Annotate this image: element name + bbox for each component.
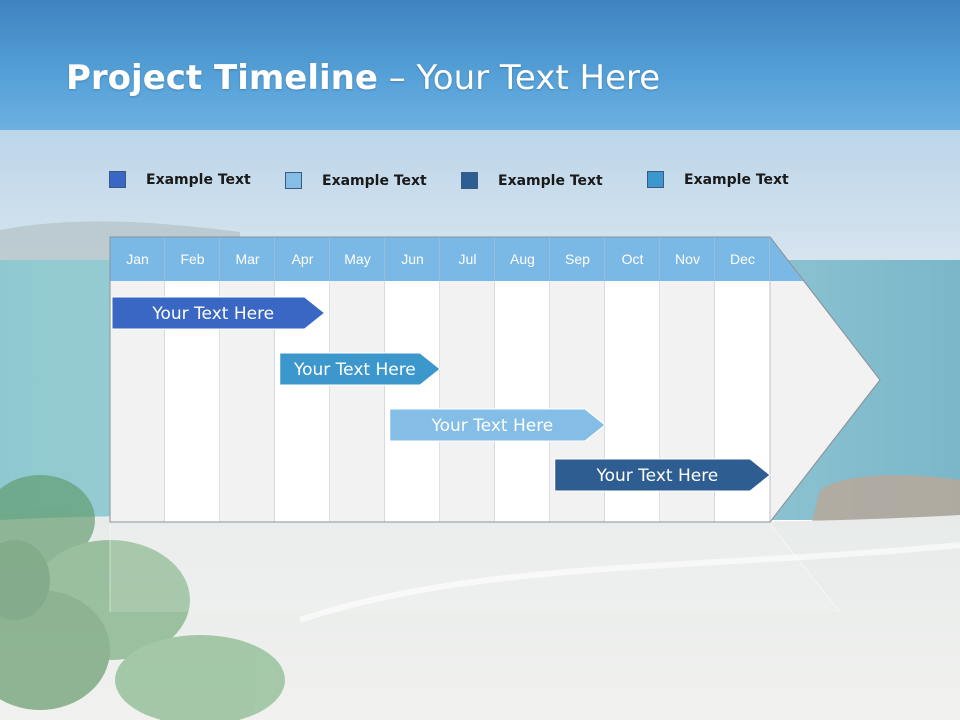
- legend-swatch: [285, 172, 302, 189]
- month-header-cell: [715, 237, 770, 281]
- month-header-cell: [110, 237, 165, 281]
- task-arrow: [554, 458, 771, 492]
- month-label: Jul: [459, 251, 477, 267]
- title-bold: Project Timeline: [66, 58, 378, 98]
- month-label: Dec: [730, 251, 755, 267]
- month-column: [330, 281, 385, 522]
- month-column: [385, 281, 440, 522]
- month-label: Nov: [675, 251, 700, 267]
- month-header-cell: [275, 237, 330, 281]
- task-label: Your Text Here: [151, 304, 274, 324]
- legend-label: Example Text: [684, 172, 789, 188]
- legend-swatch: [647, 171, 664, 188]
- legend-swatch: [109, 171, 126, 188]
- month-labels: Jan Feb Mar Apr May Jun Jul Aug Sep Oct Nov Dec: [126, 251, 755, 267]
- month-label: Mar: [235, 251, 259, 267]
- month-label: Sep: [565, 251, 590, 267]
- month-header-cell: [660, 237, 715, 281]
- month-header-cell: [385, 237, 440, 281]
- task-arrow: [389, 408, 606, 442]
- task-bar: Your Text Here: [389, 408, 606, 442]
- month-header-cell: [550, 237, 605, 281]
- legend-label: Example Text: [146, 172, 251, 188]
- reflection-edge: [769, 523, 841, 613]
- task-label: Your Text Here: [595, 466, 718, 486]
- task-label: Your Text Here: [293, 360, 416, 380]
- reflection: [110, 522, 840, 612]
- month-label: Apr: [292, 251, 314, 267]
- month-label: Jun: [401, 251, 424, 267]
- month-column: [495, 281, 550, 522]
- legend-swatch: [461, 172, 478, 189]
- task-bar: Your Text Here: [554, 458, 771, 492]
- legend-label: Example Text: [322, 173, 427, 189]
- month-header-cell: [440, 237, 495, 281]
- task-arrow: [111, 296, 326, 330]
- month-header-cell: [605, 237, 660, 281]
- month-header-cell: [330, 237, 385, 281]
- month-label: Jan: [126, 251, 149, 267]
- month-label: Oct: [622, 251, 644, 267]
- month-label: Feb: [180, 251, 204, 267]
- month-label: May: [344, 251, 370, 267]
- timeline-outline: [109, 236, 881, 523]
- slide-title: Project Timeline – Your Text Here: [66, 58, 660, 98]
- title-rest: – Your Text Here: [377, 58, 661, 98]
- task-bar: Your Text Here: [111, 296, 326, 330]
- month-header-cell: [220, 237, 275, 281]
- task-arrow: [279, 352, 441, 386]
- task-label: Your Text Here: [430, 416, 553, 436]
- month-header-cell: [165, 237, 220, 281]
- legend-label: Example Text: [498, 173, 603, 189]
- month-column: [440, 281, 495, 522]
- month-header-cell: [495, 237, 550, 281]
- task-bar: Your Text Here: [279, 352, 441, 386]
- month-label: Aug: [510, 251, 535, 267]
